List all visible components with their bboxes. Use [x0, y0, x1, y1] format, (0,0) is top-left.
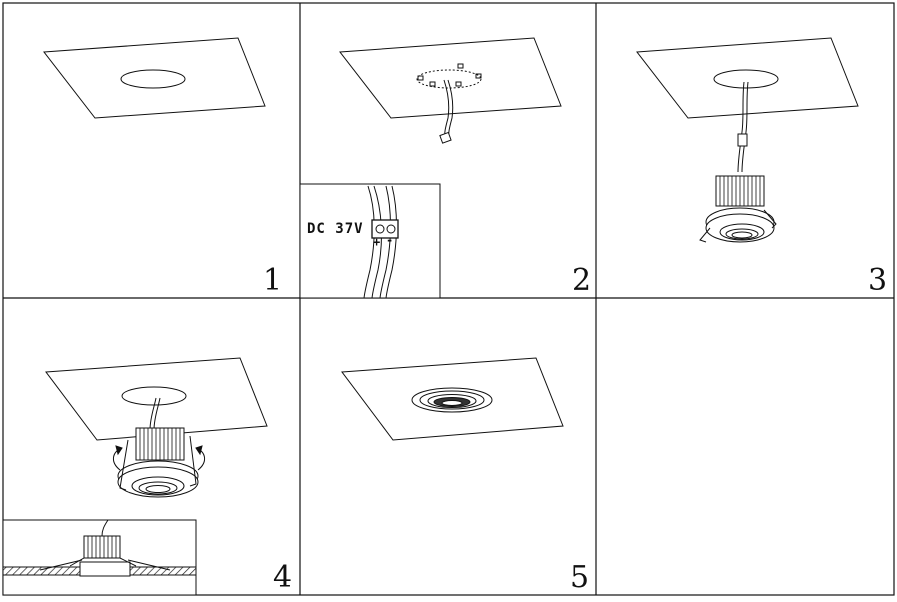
terminal-block	[371, 219, 399, 239]
step-3-panel	[636, 37, 859, 243]
cutout-hole	[416, 69, 482, 89]
voltage-label: DC 37V	[307, 221, 364, 237]
ceiling-panel	[339, 37, 562, 119]
step-number-4: 4	[273, 560, 293, 595]
negative-terminal-label: -	[386, 233, 394, 247]
downlight	[699, 175, 777, 243]
cutout-hole	[121, 386, 187, 406]
step-5-panel	[341, 357, 564, 441]
wiring-inset	[299, 183, 441, 299]
cutout-hole	[120, 69, 186, 89]
ceiling-panel	[341, 357, 564, 441]
spring-clip	[189, 435, 197, 487]
step-4-panel	[2, 357, 268, 596]
step-number-3: 3	[868, 263, 888, 298]
spring-clip	[119, 439, 129, 491]
section-inset	[2, 519, 197, 596]
driver-connector	[417, 63, 482, 144]
driver-connector	[737, 133, 748, 147]
downlight	[411, 387, 493, 413]
step-number-1: 1	[263, 263, 283, 298]
downlight	[113, 427, 205, 498]
positive-terminal-label: +	[373, 235, 381, 249]
cutout-hole	[713, 69, 779, 89]
ceiling-panel	[45, 357, 268, 441]
ceiling-panel	[636, 37, 859, 119]
ceiling-panel	[43, 37, 266, 119]
step-1-panel	[43, 37, 266, 119]
step-number-5: 5	[570, 560, 590, 595]
spring-clip	[763, 209, 777, 229]
step-number-2: 2	[572, 263, 592, 298]
step-2-panel	[299, 37, 562, 299]
spring-clip	[699, 227, 711, 243]
